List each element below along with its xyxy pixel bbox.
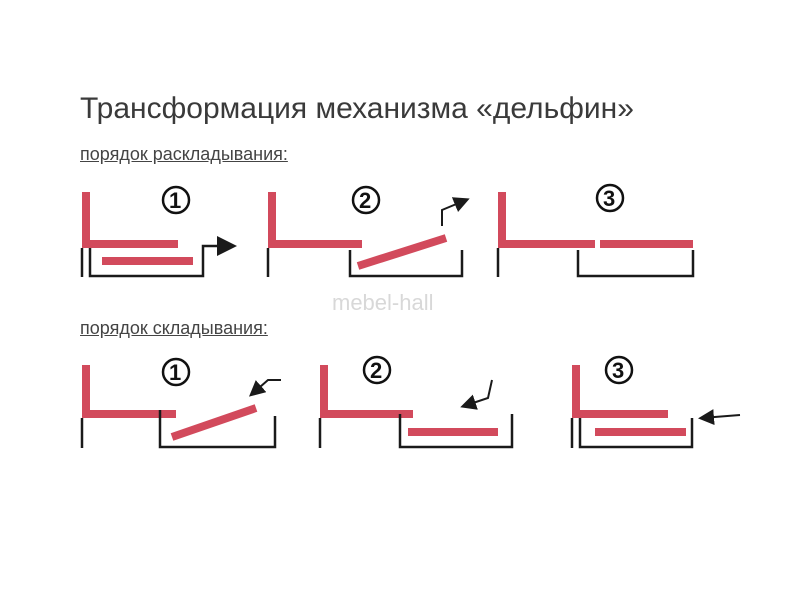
unfold-step-2: 2 [266, 185, 470, 278]
unfold-step-3: 3 [496, 183, 695, 278]
step-number: 1 [169, 360, 181, 385]
step-number: 2 [370, 358, 382, 383]
unfold-order-label: порядок раскладывания: [80, 144, 288, 164]
fold-step-2: 2 [318, 355, 514, 449]
step-number: 3 [603, 186, 615, 211]
fold-step-1: 1 [80, 357, 281, 449]
watermark: mebel-hall [332, 290, 434, 315]
step-number: 2 [359, 188, 371, 213]
page-title: Трансформация механизма «дельфин» [80, 92, 634, 125]
fold-step-3: 3 [570, 355, 741, 449]
step-number: 3 [612, 358, 624, 383]
fold-order-label: порядок складывания: [80, 318, 268, 338]
step-number: 1 [169, 188, 181, 213]
unfold-step-1: 1 [80, 185, 232, 278]
